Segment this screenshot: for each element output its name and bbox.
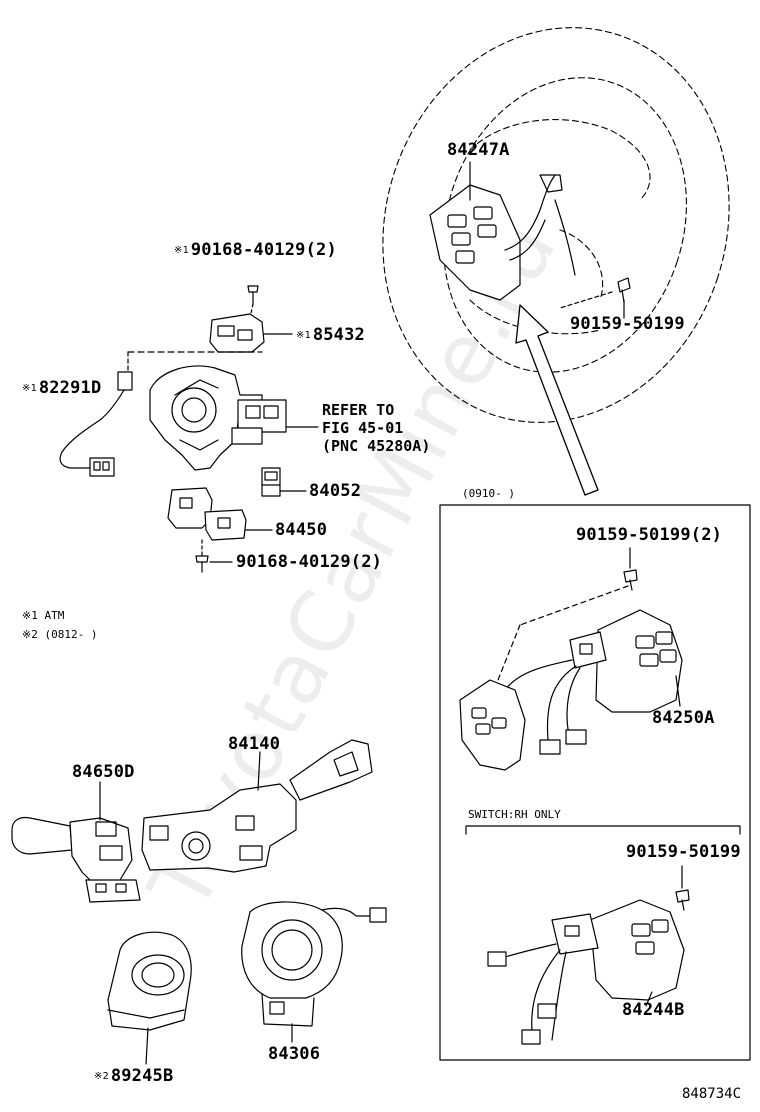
box-date-range: (0910- ) xyxy=(462,487,515,500)
label-84250a: 84250A xyxy=(652,708,715,728)
part-84650d xyxy=(11,816,141,903)
label-90159-rh: 90159-50199 xyxy=(626,842,741,862)
screw-90159-box xyxy=(623,569,638,591)
screw-90159-wheel xyxy=(617,277,631,319)
leader-screw-wheel xyxy=(559,291,613,309)
note-1: ※1 ATM xyxy=(22,609,65,622)
leader-84250a xyxy=(675,675,681,707)
steering-wheel-outline xyxy=(382,27,730,423)
steering-switch-84247a xyxy=(429,174,576,301)
label-84140: 84140 xyxy=(228,734,281,754)
label-84650d: 84650D xyxy=(72,762,135,782)
note-2: ※2 (0812- ) xyxy=(22,628,98,641)
part-84450 xyxy=(167,487,247,541)
label-90159-box: 90159-50199(2) xyxy=(576,525,723,545)
part-82291d xyxy=(59,371,133,477)
lock-housing xyxy=(149,365,287,471)
label-switch-rh-only: SWITCH:RH ONLY xyxy=(468,808,561,821)
refer-line-2: FIG 45-01 xyxy=(322,419,404,437)
refer-line-1: REFER TO xyxy=(322,401,395,419)
pointer-arrow xyxy=(515,304,599,496)
rh-only-bracket xyxy=(465,825,741,835)
part-85432 xyxy=(209,313,293,353)
label-84306: 84306 xyxy=(268,1044,321,1064)
label-84052: 84052 xyxy=(309,481,362,501)
screw-90159-rh xyxy=(675,889,690,911)
leader-84140 xyxy=(257,751,261,791)
screw-90168-bottom xyxy=(195,555,209,573)
mark-1: ※1 xyxy=(22,383,37,394)
variant-box xyxy=(439,504,751,1061)
label-90159-wheel: 90159-50199 xyxy=(570,314,685,334)
label-84247a: 84247A xyxy=(447,140,510,160)
refer-line-3: (PNC 45280A) xyxy=(322,437,431,455)
mark-2: ※2 xyxy=(94,1071,109,1082)
part-84244b xyxy=(487,899,685,1045)
label-84450: 84450 xyxy=(275,520,328,540)
label-84244b: 84244B xyxy=(622,1000,685,1020)
part-84306 xyxy=(241,901,387,1027)
screw-90168-top xyxy=(247,285,259,305)
part-84140 xyxy=(141,739,373,873)
part-84052 xyxy=(261,467,281,497)
mark-1: ※1 xyxy=(174,245,189,256)
part-84250a xyxy=(459,609,683,771)
part-89245b xyxy=(107,931,192,1031)
mark-1: ※1 xyxy=(296,330,311,341)
leader-84244b xyxy=(645,991,653,1007)
label-90168-bottom: 90168-40129(2) xyxy=(236,552,383,572)
figure-code: 848734C xyxy=(682,1086,742,1102)
leader-89245b xyxy=(145,1027,149,1065)
